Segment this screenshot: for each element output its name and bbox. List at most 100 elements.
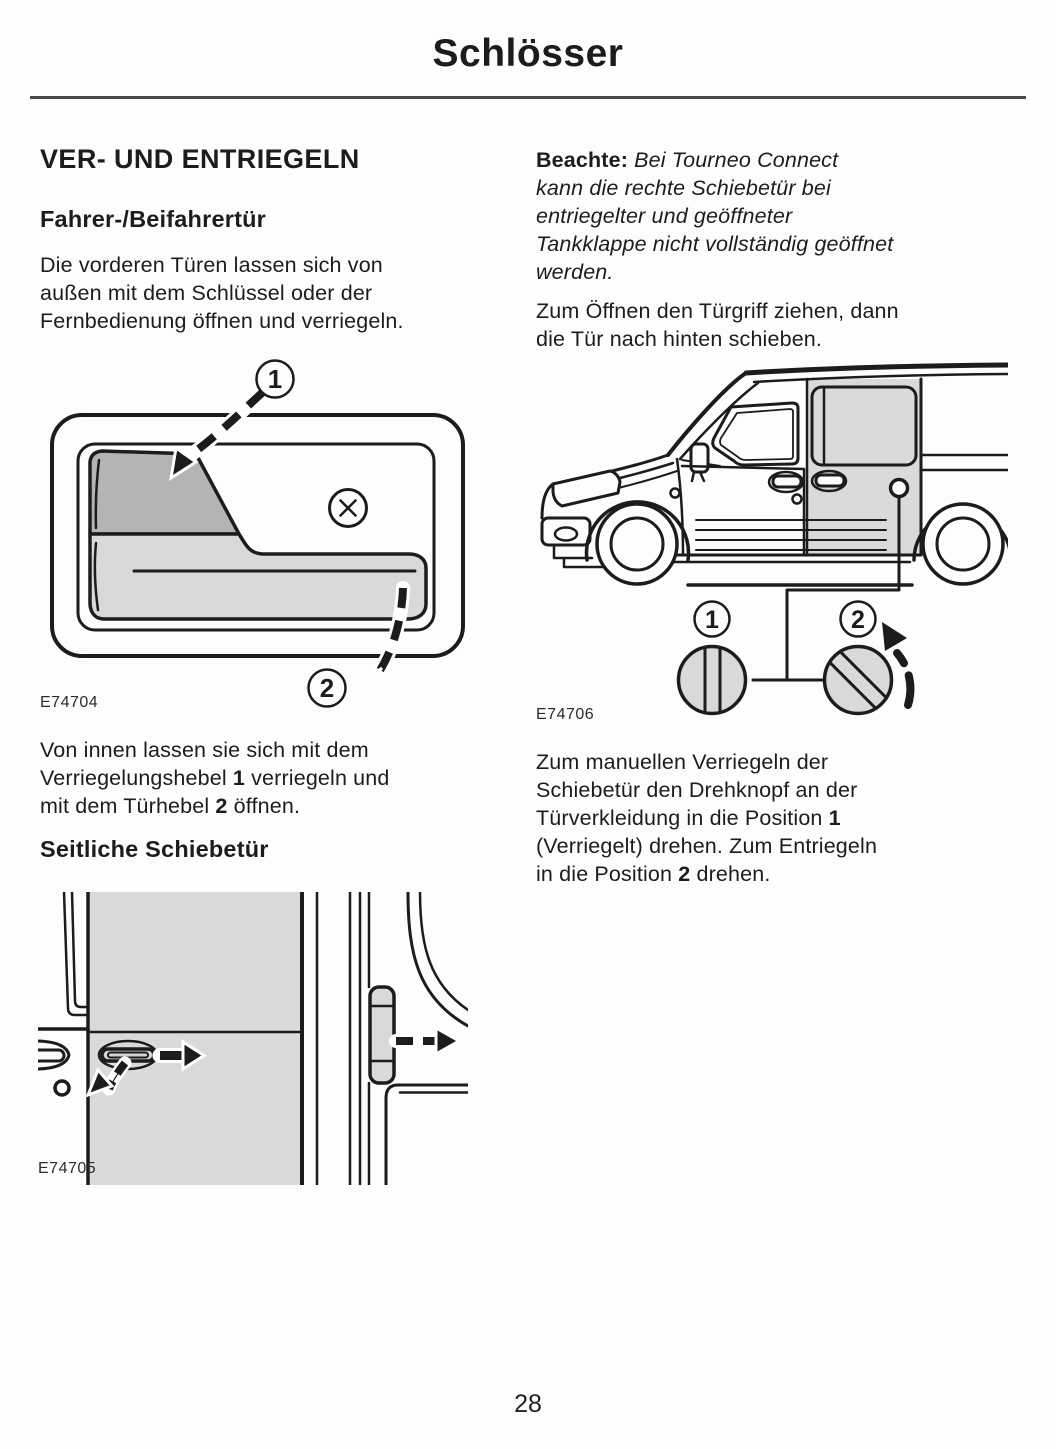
text-line: Die vorderen Türen lassen sich von [40,253,383,277]
text-line: (Verriegelt) drehen. Zum Entriegeln [536,834,878,858]
callout-2-badge: 2 [307,668,347,708]
front-wheel-arch [584,500,691,562]
front-rim [609,516,665,572]
callout-ref-1: 1 [828,806,841,830]
roof-edge [752,372,1008,384]
callout-1-badge: 1 [693,600,731,638]
text-line: mit dem Türhebel 2 öffnen. [40,792,390,820]
front-handle-recess [38,1039,71,1071]
text-run: Verriegelungshebel [40,766,233,790]
callout-1-badge: 1 [255,359,295,399]
paragraph-open-door: Zum Öffnen den Türgriff ziehen, dann die… [536,297,899,353]
circled-x-icon [328,488,368,528]
pull-arrow [152,1039,207,1072]
text-run: Türverkleidung in die Position [536,806,829,830]
figure-interior-door-handle: 1 2 [38,358,468,710]
sliding-door-illustration [38,892,468,1185]
pillar-line [62,892,90,1017]
door-lock-knob [888,477,910,499]
aperture-corner [406,892,468,1028]
header-divider [30,96,1026,99]
sliding-door-handle [814,473,846,488]
sliding-door-shaded [807,379,921,555]
figure-label: E74705 [38,1160,97,1177]
windshield [678,381,760,461]
knob-position-locked [676,644,748,716]
van-side-illustration: 1 2 [540,362,1008,716]
text-line: Tankklappe nicht vollständig geöffnet [536,232,894,256]
front-face [540,482,555,520]
paragraph-inside-levers: Von innen lassen sie sich mit dem Verrie… [40,736,390,820]
rear-tire [921,502,1005,586]
text-line: in die Position 2 drehen. [536,860,877,888]
callout-1-number: 1 [705,606,719,634]
text-run: drehen. [690,862,771,886]
front-door-handle [771,474,803,489]
paragraph-manual-lock: Zum manuellen Verriegeln der Schiebetür … [536,748,877,888]
mirror-stem [690,470,706,483]
front-tire [595,502,679,586]
text-line: entriegelter und geöffneter [536,204,793,228]
sliding-door-panel [88,892,302,1185]
interior-door-handle-illustration: 1 2 [50,359,465,708]
figure-label: E74706 [536,706,595,723]
side-moldings [695,519,887,551]
knob-position-unlocked [822,644,894,716]
keyhole [791,493,803,505]
text-line: außen mit dem Schlüssel oder der [40,281,373,305]
front-door-edge [675,457,685,557]
page-number: 28 [514,1390,542,1418]
fog-lamp [553,526,579,542]
handle-recess-outline [76,442,436,632]
interior-grab-handle [368,985,396,1085]
lock-cylinder [53,1079,71,1097]
a-pillar [666,371,748,457]
figure-label: E74704 [40,694,99,711]
door-lever [88,532,428,621]
note-label: Beachte: [536,148,629,172]
rear-belt-lines [919,453,1008,472]
lower-valance [552,543,606,569]
callout-connector [751,495,901,682]
callout-ref-1: 1 [232,766,246,790]
subheading-sliding-door: Seitliche Schiebetür [40,836,269,862]
subheading-front-doors: Fahrer-/Beifahrertür [40,206,266,232]
rotate-arrow [882,622,915,709]
text-run: mit dem Türhebel [40,794,216,818]
text-run: Bei Tourneo Connect [628,148,839,172]
callout-arrow-1 [168,385,270,482]
side-indicator [669,487,681,499]
text-line: die Tür nach hinten schieben. [536,327,823,351]
lock-lever [88,449,241,536]
sliding-handle-recess [810,469,848,493]
lever-edge-line [94,458,101,530]
section-heading: VER- UND ENTRIEGELN [40,144,360,174]
front-handle-recess [767,470,805,494]
rear-rim [935,516,991,572]
paragraph-front-doors: Die vorderen Türen lassen sich von außen… [40,251,404,335]
text-line: Beachte: Bei Tourneo Connect [536,146,893,174]
handle-bezel-outline [50,413,465,658]
text-line: werden. [536,260,614,284]
headlight [551,469,622,508]
callout-2-number: 2 [851,606,865,634]
roof-line [743,362,1008,376]
text-line: Von innen lassen sie sich mit dem [40,738,369,762]
text-run: in die Position [536,862,679,886]
handle-pull-arrow [85,1056,132,1098]
figure-sliding-door [38,892,468,1185]
aperture-lower-corner [384,1083,468,1185]
text-line: Verriegelungshebel 1 verriegeln und [40,764,390,792]
callout-2-badge: 2 [839,600,877,638]
handle-detail [368,1004,396,1063]
pillar-line [70,892,90,1009]
slide-direction-arrow [389,1025,463,1057]
text-line: Türverkleidung in die Position 1 [536,804,877,832]
callout-arrow-2 [353,581,410,696]
callout-ref-2: 2 [678,862,691,886]
text-line: Fernbedienung öffnen und verriegeln. [40,309,404,333]
front-handle-bar [38,1048,66,1063]
text-line: kann die rechte Schiebetür bei [536,176,831,200]
text-run: öffnen. [227,794,301,818]
